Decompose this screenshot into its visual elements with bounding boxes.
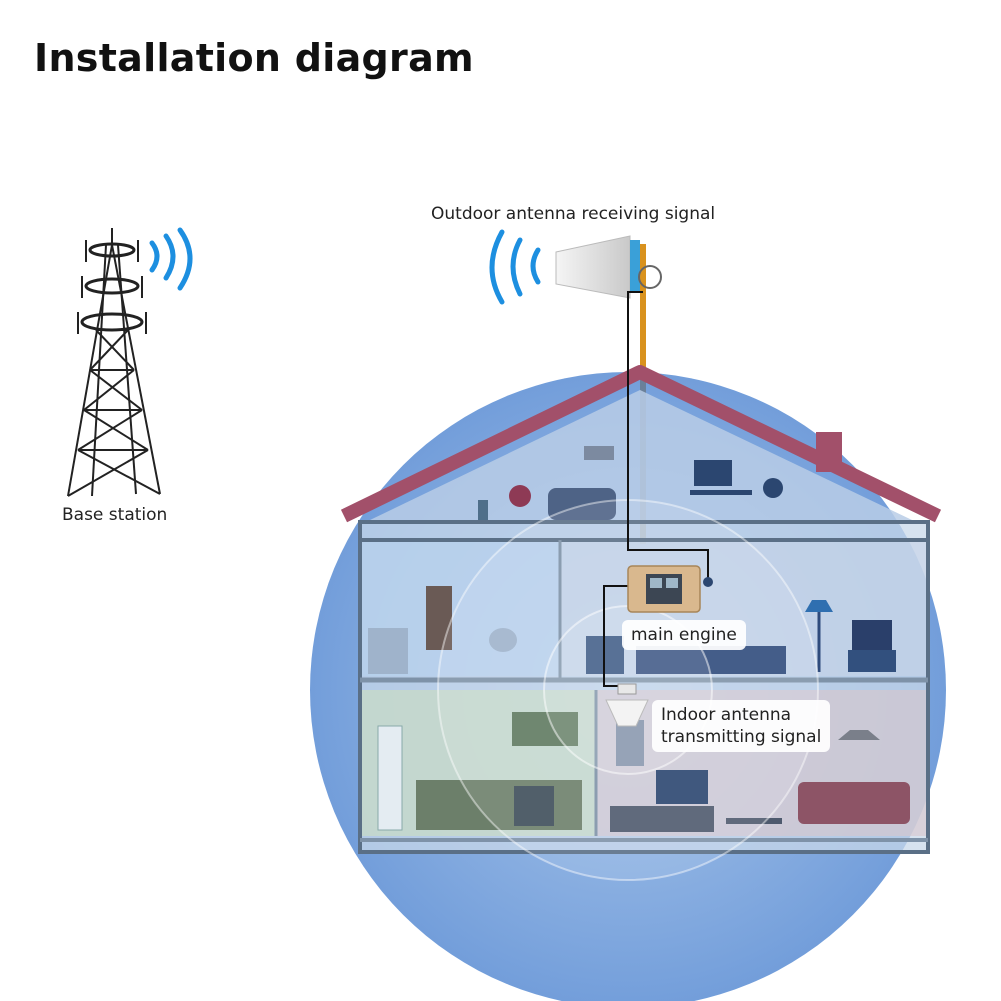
indoor-antenna-icon [605, 683, 649, 727]
indoor-antenna-label: Indoor antenna transmitting signal [652, 700, 831, 752]
base-station-label: Base station [62, 505, 168, 525]
outdoor-signal-waves-icon [489, 229, 541, 305]
main-engine-icon [627, 565, 713, 613]
house [340, 365, 942, 854]
indoor-antenna-label-line1: Indoor antenna [661, 705, 792, 725]
diagram-title: Installation diagram [34, 36, 474, 80]
base-station-tower-icon [67, 228, 161, 497]
cables [603, 291, 709, 687]
indoor-antenna-label-line2: transmitting signal [661, 727, 822, 747]
outdoor-antenna-label: Outdoor antenna receiving signal [431, 204, 716, 224]
main-engine-label: main engine [622, 620, 746, 650]
tower-signal-waves-icon [149, 227, 193, 291]
